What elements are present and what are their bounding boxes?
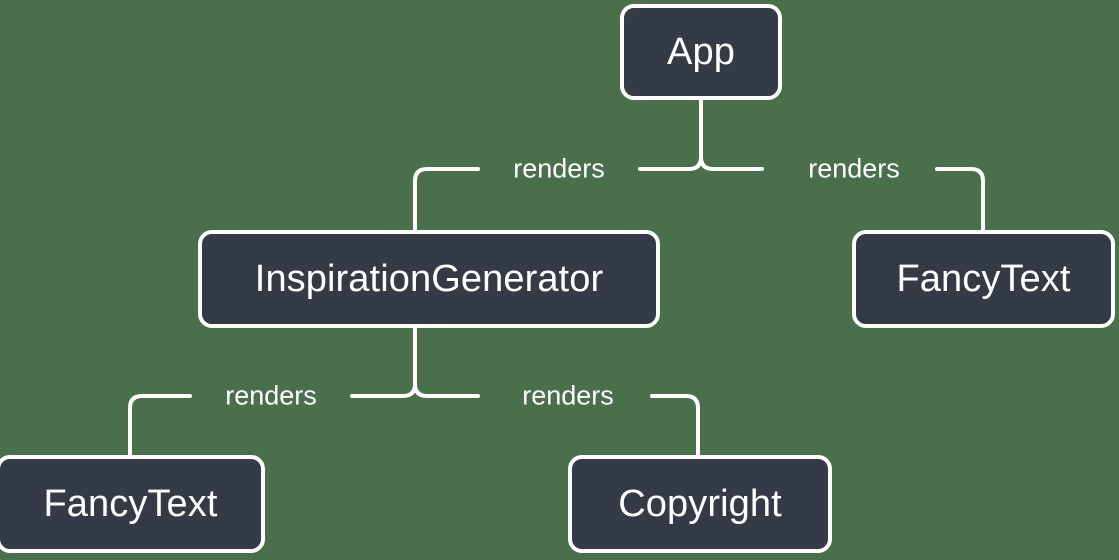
node-fancytext-right[interactable]: FancyText (852, 230, 1115, 328)
edge-label-app-fancytext: renders (795, 155, 913, 183)
edge-label-app-inspiration: renders (500, 155, 618, 183)
edge-label-inspiration-copyright: renders (509, 382, 627, 410)
node-fancytext-left-label: FancyText (43, 482, 218, 525)
node-app[interactable]: App (620, 4, 782, 100)
node-copyright[interactable]: Copyright (568, 455, 832, 553)
node-inspiration-generator-label: InspirationGenerator (254, 257, 604, 300)
node-inspiration-generator[interactable]: InspirationGenerator (198, 230, 660, 328)
node-copyright-label: Copyright (618, 482, 782, 525)
node-fancytext-left[interactable]: FancyText (0, 455, 265, 553)
node-fancytext-right-label: FancyText (896, 257, 1071, 300)
edge-label-inspiration-fancytext: renders (212, 382, 330, 410)
node-app-label: App (667, 30, 735, 73)
